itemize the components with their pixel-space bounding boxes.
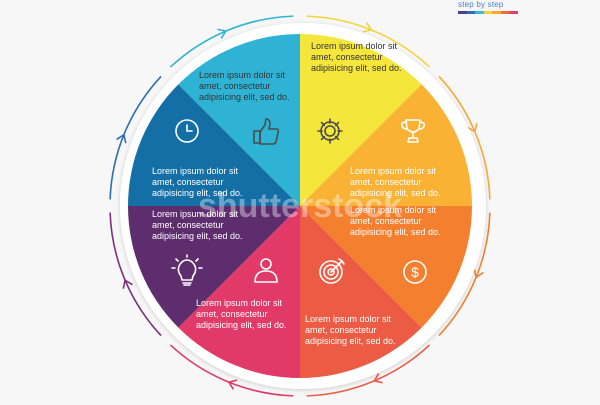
person-icon xyxy=(254,258,278,283)
cycle-ring-arc xyxy=(109,212,162,337)
lightbulb-icon xyxy=(171,254,203,286)
brand-strip-swatch xyxy=(475,11,484,14)
brand-strip-swatch xyxy=(492,11,501,14)
cycle-arrow-icon xyxy=(122,279,133,289)
segment-text-line: amet, consectetur xyxy=(305,325,377,335)
cycle-ring xyxy=(109,15,491,397)
segment-text-line: amet, consectetur xyxy=(152,177,224,187)
segment-text-line: adipisicing elit, sed do. xyxy=(152,188,243,198)
segment-text-line: adipisicing elit, sed do. xyxy=(305,336,396,346)
brand-strip-swatch xyxy=(500,11,510,14)
segment-orange xyxy=(300,206,472,328)
segment-dark-blue xyxy=(128,84,300,206)
brand-strip-swatch xyxy=(466,11,476,14)
segment-text-line: amet, consectetur xyxy=(196,309,268,319)
gear-icon xyxy=(317,118,343,144)
cycle-ring-arc xyxy=(169,344,294,397)
segment-icons: $ xyxy=(171,118,427,286)
cycle-ring-arc xyxy=(438,212,491,337)
segment-text-line: Lorem ipsum dolor sit xyxy=(199,70,286,80)
cycle-arrow-icon xyxy=(467,123,478,133)
segment-text-line: amet, consectetur xyxy=(311,52,383,62)
segment-text-line: Lorem ipsum dolor sit xyxy=(196,298,283,308)
segment-text-line: amet, consectetur xyxy=(350,216,422,226)
target-icon xyxy=(319,258,345,284)
brand-label: step by step xyxy=(458,0,504,9)
watermark-text: shutterstock xyxy=(198,187,402,225)
clock-icon xyxy=(175,119,199,143)
cycle-arrow-icon xyxy=(473,268,484,278)
segment-text-line: Lorem ipsum dolor sit xyxy=(350,166,437,176)
segment-text-line: Lorem ipsum dolor sit xyxy=(152,166,239,176)
segment-light-blue xyxy=(178,34,300,206)
segment-text-line: Lorem ipsum dolor sit xyxy=(152,209,239,219)
cycle-arrow-icon xyxy=(116,134,127,144)
segment-red xyxy=(300,206,422,378)
thumbs-up-icon xyxy=(253,118,280,145)
brand-strip-swatch xyxy=(509,11,519,14)
segment-text-line: Lorem ipsum dolor sit xyxy=(311,41,398,51)
cycle-arrow-icon xyxy=(362,22,372,33)
segment-text-line: amet, consectetur xyxy=(350,177,422,187)
segment-text-line: amet, consectetur xyxy=(199,81,271,91)
segment-light-orange xyxy=(300,84,472,206)
cycle-arrow-icon xyxy=(373,373,383,384)
trophy-icon xyxy=(401,119,425,143)
cycle-ring-arc xyxy=(109,75,162,200)
dollar-coin-icon: $ xyxy=(403,260,427,284)
cycle-ring-arc xyxy=(438,75,491,200)
segment-text-line: adipisicing elit, sed do. xyxy=(199,92,290,102)
brand-color-strip xyxy=(458,11,519,14)
segment-text-line: adipisicing elit, sed do. xyxy=(311,63,402,73)
cycle-ring-arc xyxy=(169,15,294,68)
segment-text-line: amet, consectetur xyxy=(152,220,224,230)
segment-purple xyxy=(128,206,300,328)
pie-slices xyxy=(128,34,472,378)
brand-strip-swatch xyxy=(483,11,493,14)
segment-text-line: adipisicing elit, sed do. xyxy=(152,231,243,241)
cycle-arrow-icon xyxy=(217,28,227,39)
cycle-arrow-icon xyxy=(228,379,238,390)
segment-text-line: adipisicing elit, sed do. xyxy=(350,227,441,237)
dollar-glyph: $ xyxy=(411,264,419,280)
segment-text-line: adipisicing elit, sed do. xyxy=(196,320,287,330)
cycle-ring-arc xyxy=(306,15,431,68)
segment-text-line: Lorem ipsum dolor sit xyxy=(350,205,437,215)
segment-yellow xyxy=(300,34,422,206)
cycle-ring-arc xyxy=(306,344,431,397)
segment-pink xyxy=(178,206,300,378)
segment-text-line: adipisicing elit, sed do. xyxy=(350,188,441,198)
brand-strip-swatch xyxy=(458,11,467,14)
segment-text-line: Lorem ipsum dolor sit xyxy=(305,314,392,324)
